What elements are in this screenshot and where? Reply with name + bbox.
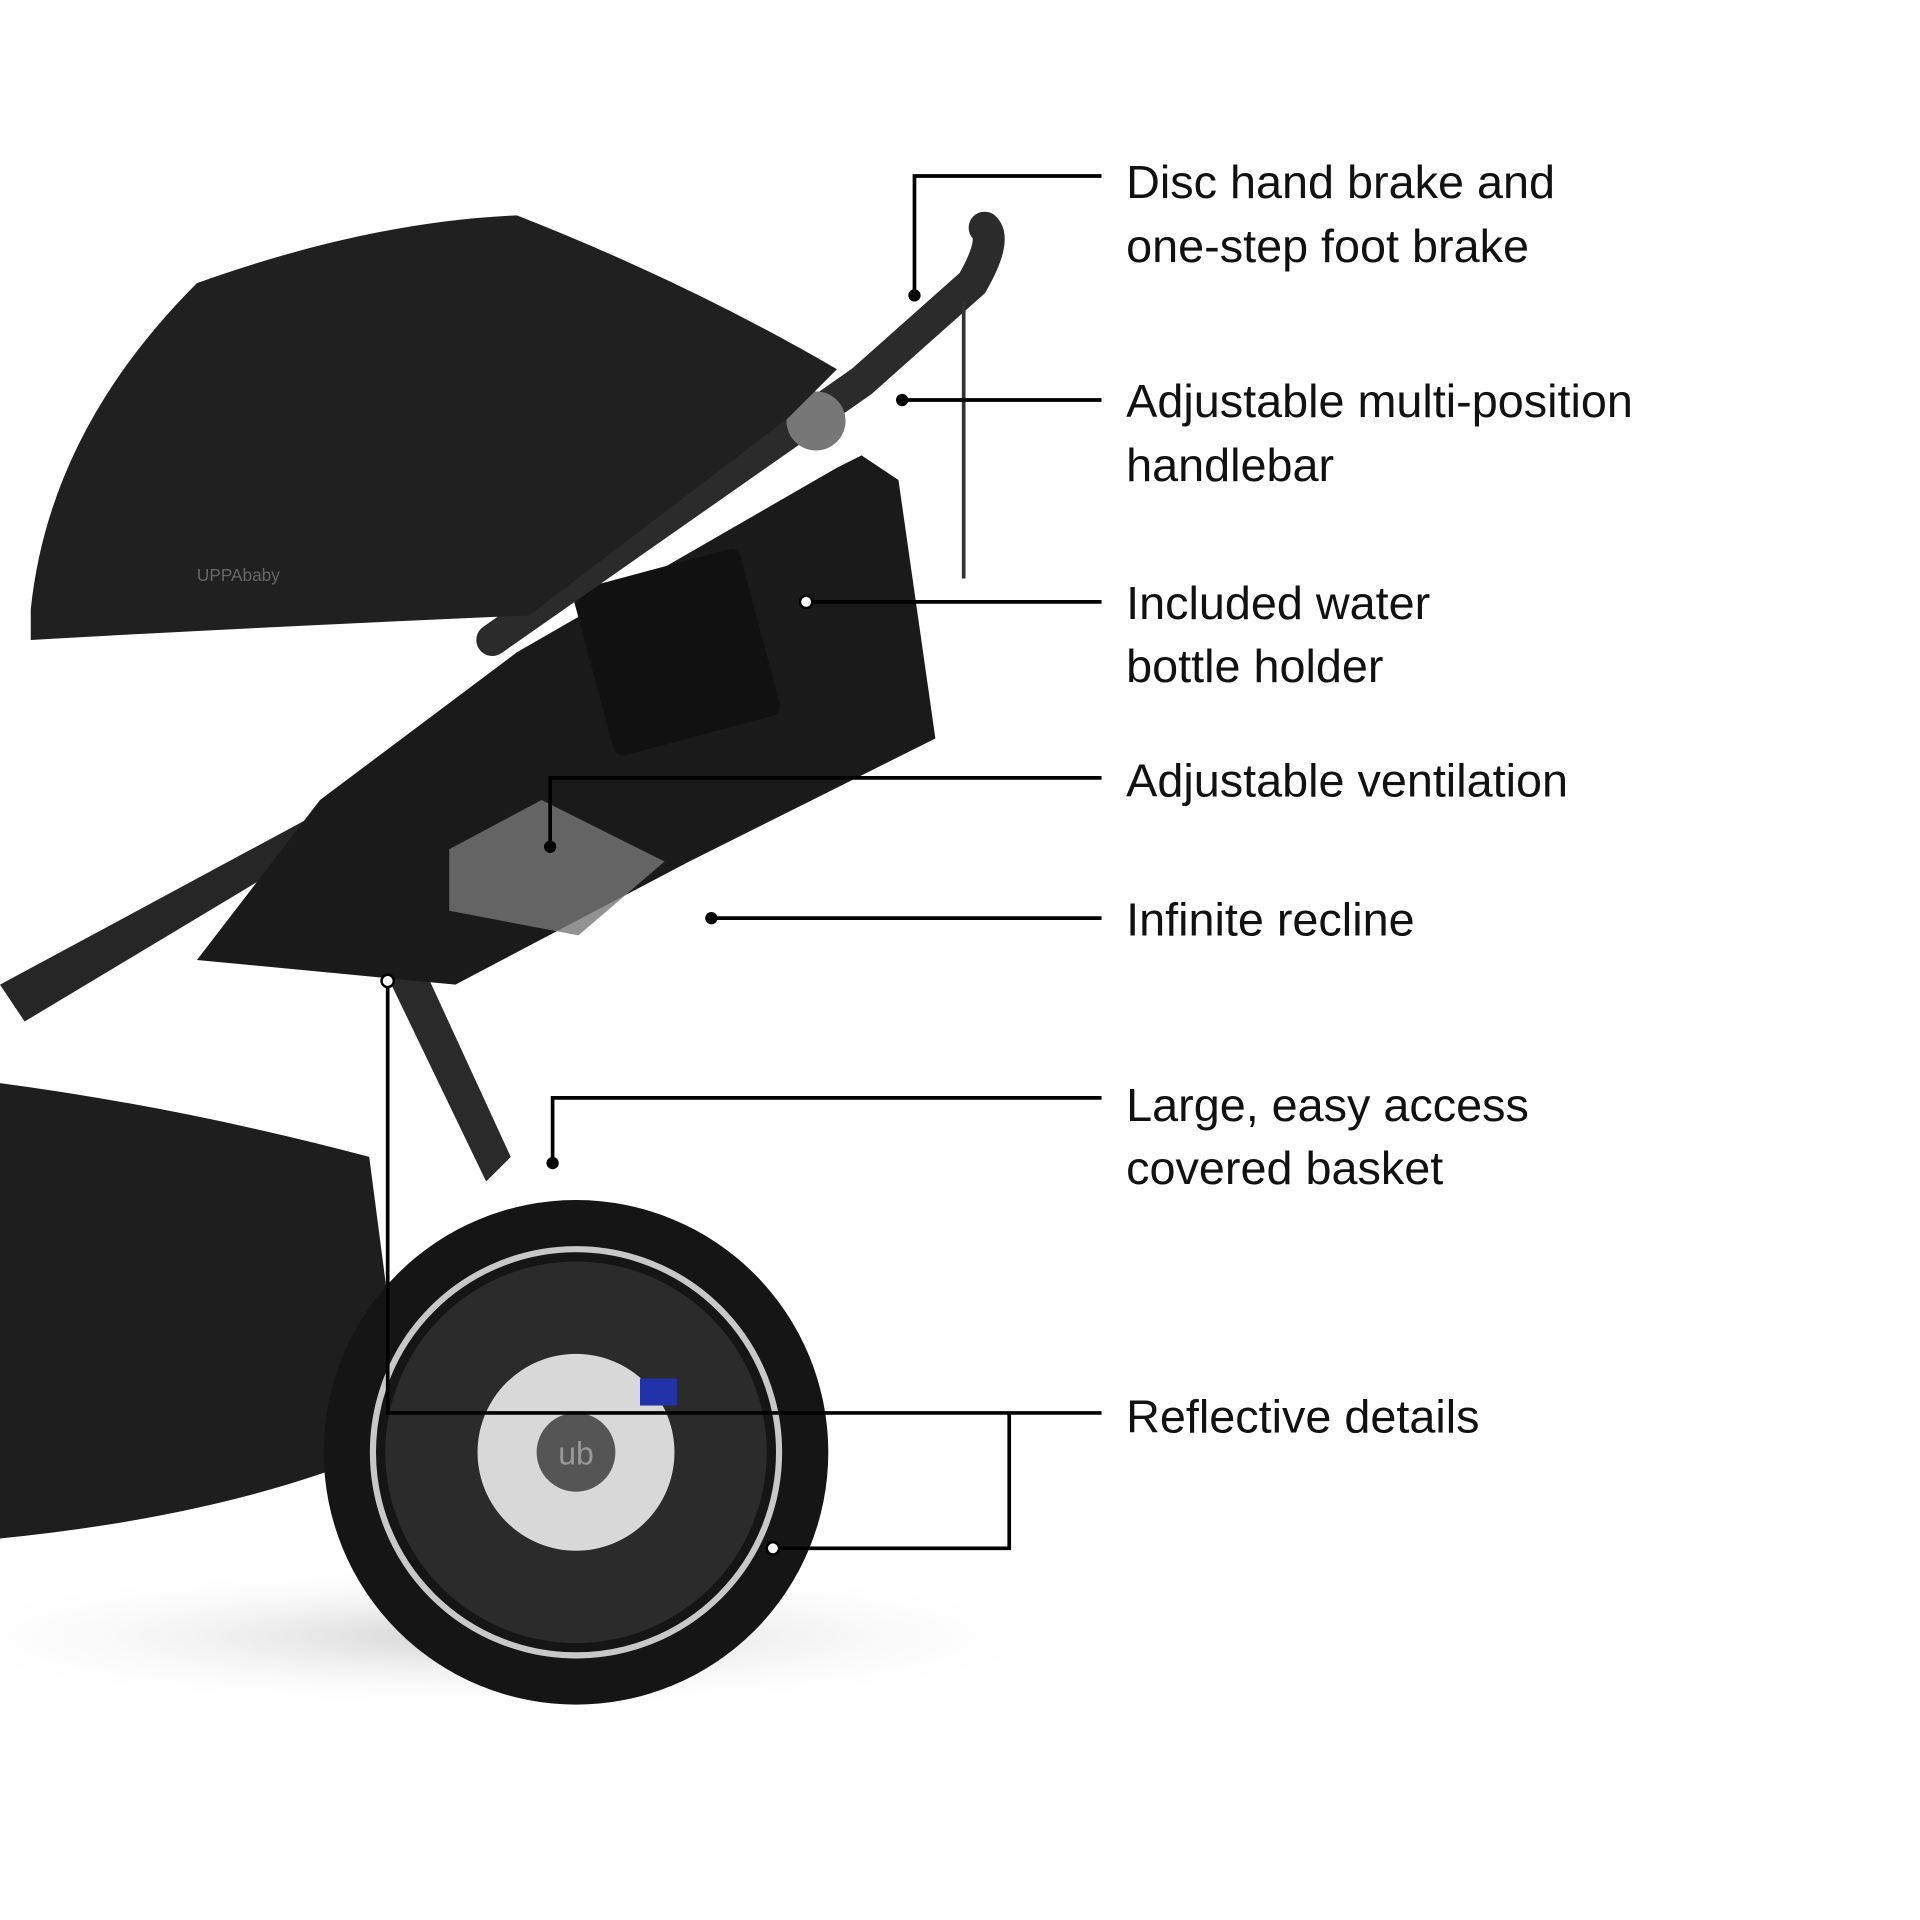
wheel-hub (536, 1412, 616, 1492)
leader-line (550, 1096, 1102, 1164)
ventilation-mesh (449, 800, 665, 936)
frame-front (0, 812, 333, 1022)
handlebar (476, 211, 1005, 656)
leader-line (548, 776, 1102, 847)
brake-caliper (640, 1378, 677, 1406)
leader-line-bracket (772, 1412, 1012, 1551)
leader-dot (705, 912, 718, 925)
callout-label: Adjustable multi-position (1126, 375, 1633, 427)
leader-dot (896, 393, 909, 407)
callout-bottle-holder: Included water bottle holder (798, 577, 1430, 692)
leader-dot (546, 1156, 559, 1170)
brand-logo: UPPAbaby (197, 565, 280, 585)
leader-dot (908, 289, 921, 302)
stroller-illustration: ub UPPAbaby (0, 211, 1083, 1711)
callout-reflective: Reflective details (380, 973, 1480, 1556)
callout-label: Infinite recline (1126, 893, 1414, 945)
callout-label: Included water (1126, 577, 1430, 629)
seat (196, 455, 936, 985)
callout-hand-brake: Disc hand brake and one-step foot brake (908, 156, 1555, 302)
callout-handlebar: Adjustable multi-position handlebar (896, 375, 1633, 491)
callout-label: Adjustable ventilation (1126, 754, 1568, 806)
callout-label: handlebar (1126, 439, 1334, 491)
callout-label: Large, easy access (1126, 1079, 1529, 1131)
leader-line (912, 174, 1102, 296)
leader-dot (380, 973, 396, 989)
basket (0, 1083, 407, 1539)
callout-basket: Large, easy access covered basket (546, 1079, 1529, 1194)
reflective-rim (369, 1246, 783, 1659)
callout-label: covered basket (1126, 1142, 1443, 1194)
leader-dot (765, 1540, 781, 1556)
rear-wheel: ub (323, 1200, 829, 1705)
leader-line (385, 980, 1102, 1415)
hub-logo: ub (558, 1436, 594, 1472)
canopy (30, 215, 837, 640)
callout-label: Disc hand brake and (1126, 156, 1555, 208)
handlebar-joint (786, 391, 846, 451)
callout-recline: Infinite recline (705, 893, 1415, 945)
callout-label: Reflective details (1126, 1391, 1479, 1443)
leader-dot (544, 840, 557, 853)
callout-ventilation: Adjustable ventilation (544, 754, 1568, 853)
callout-label: bottle holder (1126, 640, 1383, 692)
water-bottle-holder (573, 549, 781, 756)
leader-dot (798, 594, 814, 610)
callouts: Disc hand brake and one-step foot brake … (380, 156, 1633, 1556)
callout-label: one-step foot brake (1126, 220, 1529, 272)
